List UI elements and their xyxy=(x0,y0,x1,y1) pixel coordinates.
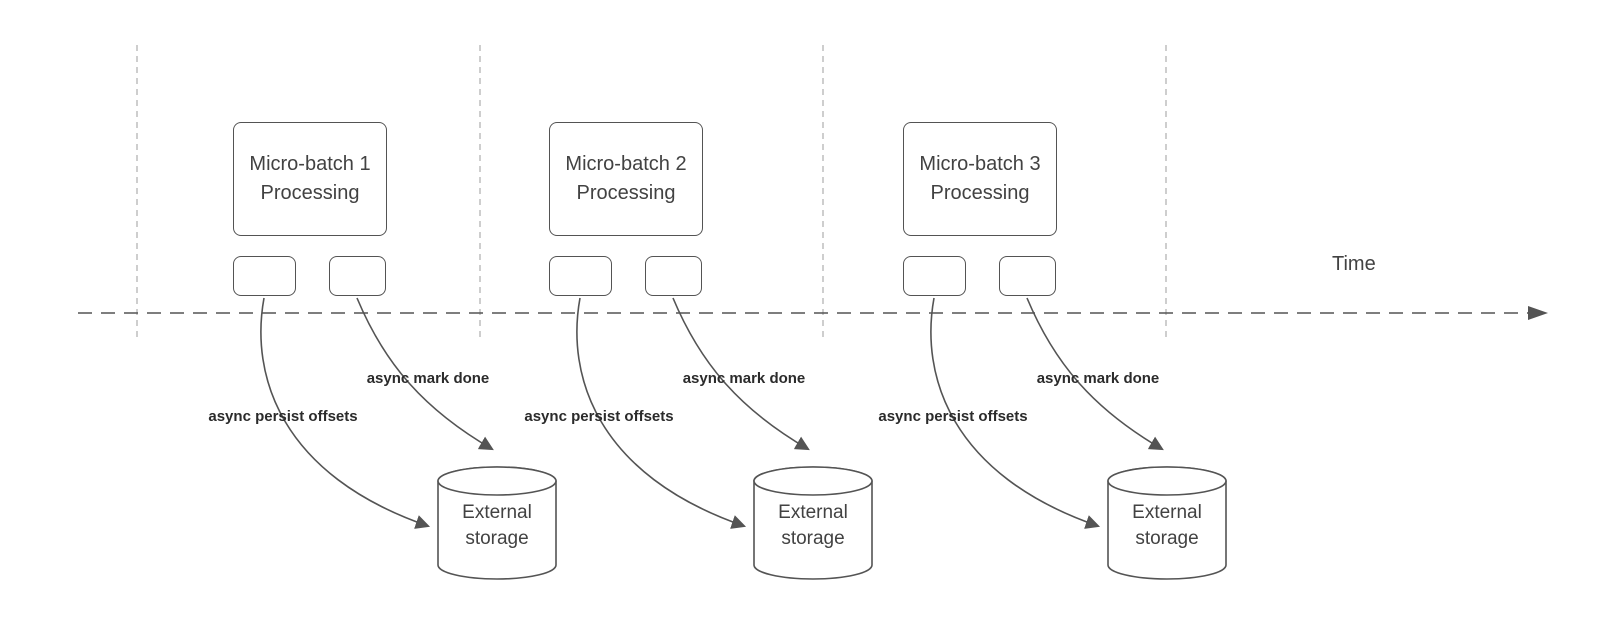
persist-offsets-task-box xyxy=(549,256,612,296)
processing-box-title-line2: Processing xyxy=(576,182,676,204)
async-mark-done-arrow xyxy=(1026,297,1164,451)
async-mark-done-label: async mark done xyxy=(1036,370,1160,387)
async-persist-offsets-arrow xyxy=(260,297,431,529)
micro-batch-group-3: Micro-batch 3 Processing async persist o… xyxy=(878,0,1323,642)
micro-batch-processing-box: Micro-batch 2 Processing xyxy=(549,122,703,236)
external-storage-cylinder: External storage xyxy=(753,466,873,580)
processing-box-title-line1: Micro-batch 3 xyxy=(919,153,1041,175)
async-mark-done-label: async mark done xyxy=(366,370,490,387)
async-persist-offsets-arrow xyxy=(576,297,747,529)
mark-done-task-box xyxy=(645,256,702,296)
async-mark-done-arrow xyxy=(672,297,810,451)
external-storage-label: External storage xyxy=(778,502,848,549)
processing-box-title-line1: Micro-batch 1 xyxy=(249,153,371,175)
external-storage-label: External storage xyxy=(462,502,532,549)
processing-box-title-line1: Micro-batch 2 xyxy=(565,153,687,175)
async-mark-done-label: async mark done xyxy=(682,370,806,387)
persist-offsets-task-box xyxy=(903,256,966,296)
async-mark-done-arrow xyxy=(356,297,494,451)
micro-batch-processing-box: Micro-batch 3 Processing xyxy=(903,122,1057,236)
cylinder-shape xyxy=(1107,466,1227,580)
processing-box-title-line2: Processing xyxy=(260,182,360,204)
micro-batch-processing-box: Micro-batch 1 Processing xyxy=(233,122,387,236)
async-persist-offsets-label: async persist offsets xyxy=(208,408,358,425)
cylinder-shape xyxy=(437,466,557,580)
async-persist-offsets-label: async persist offsets xyxy=(878,408,1028,425)
time-axis-arrowhead xyxy=(1528,306,1548,320)
external-storage-cylinder: External storage xyxy=(437,466,557,580)
cylinder-shape xyxy=(753,466,873,580)
async-persist-offsets-arrow xyxy=(930,297,1101,529)
micro-batch-group-2: Micro-batch 2 Processing async persist o… xyxy=(524,0,969,642)
time-axis-label: Time xyxy=(1332,253,1376,275)
persist-offsets-task-box xyxy=(233,256,296,296)
async-persist-offsets-label: async persist offsets xyxy=(524,408,674,425)
micro-batch-group-1: Micro-batch 1 Processing async persist o… xyxy=(208,0,653,642)
processing-box-title-line2: Processing xyxy=(930,182,1030,204)
external-storage-label: External storage xyxy=(1132,502,1202,549)
mark-done-task-box xyxy=(329,256,386,296)
external-storage-cylinder: External storage xyxy=(1107,466,1227,580)
mark-done-task-box xyxy=(999,256,1056,296)
